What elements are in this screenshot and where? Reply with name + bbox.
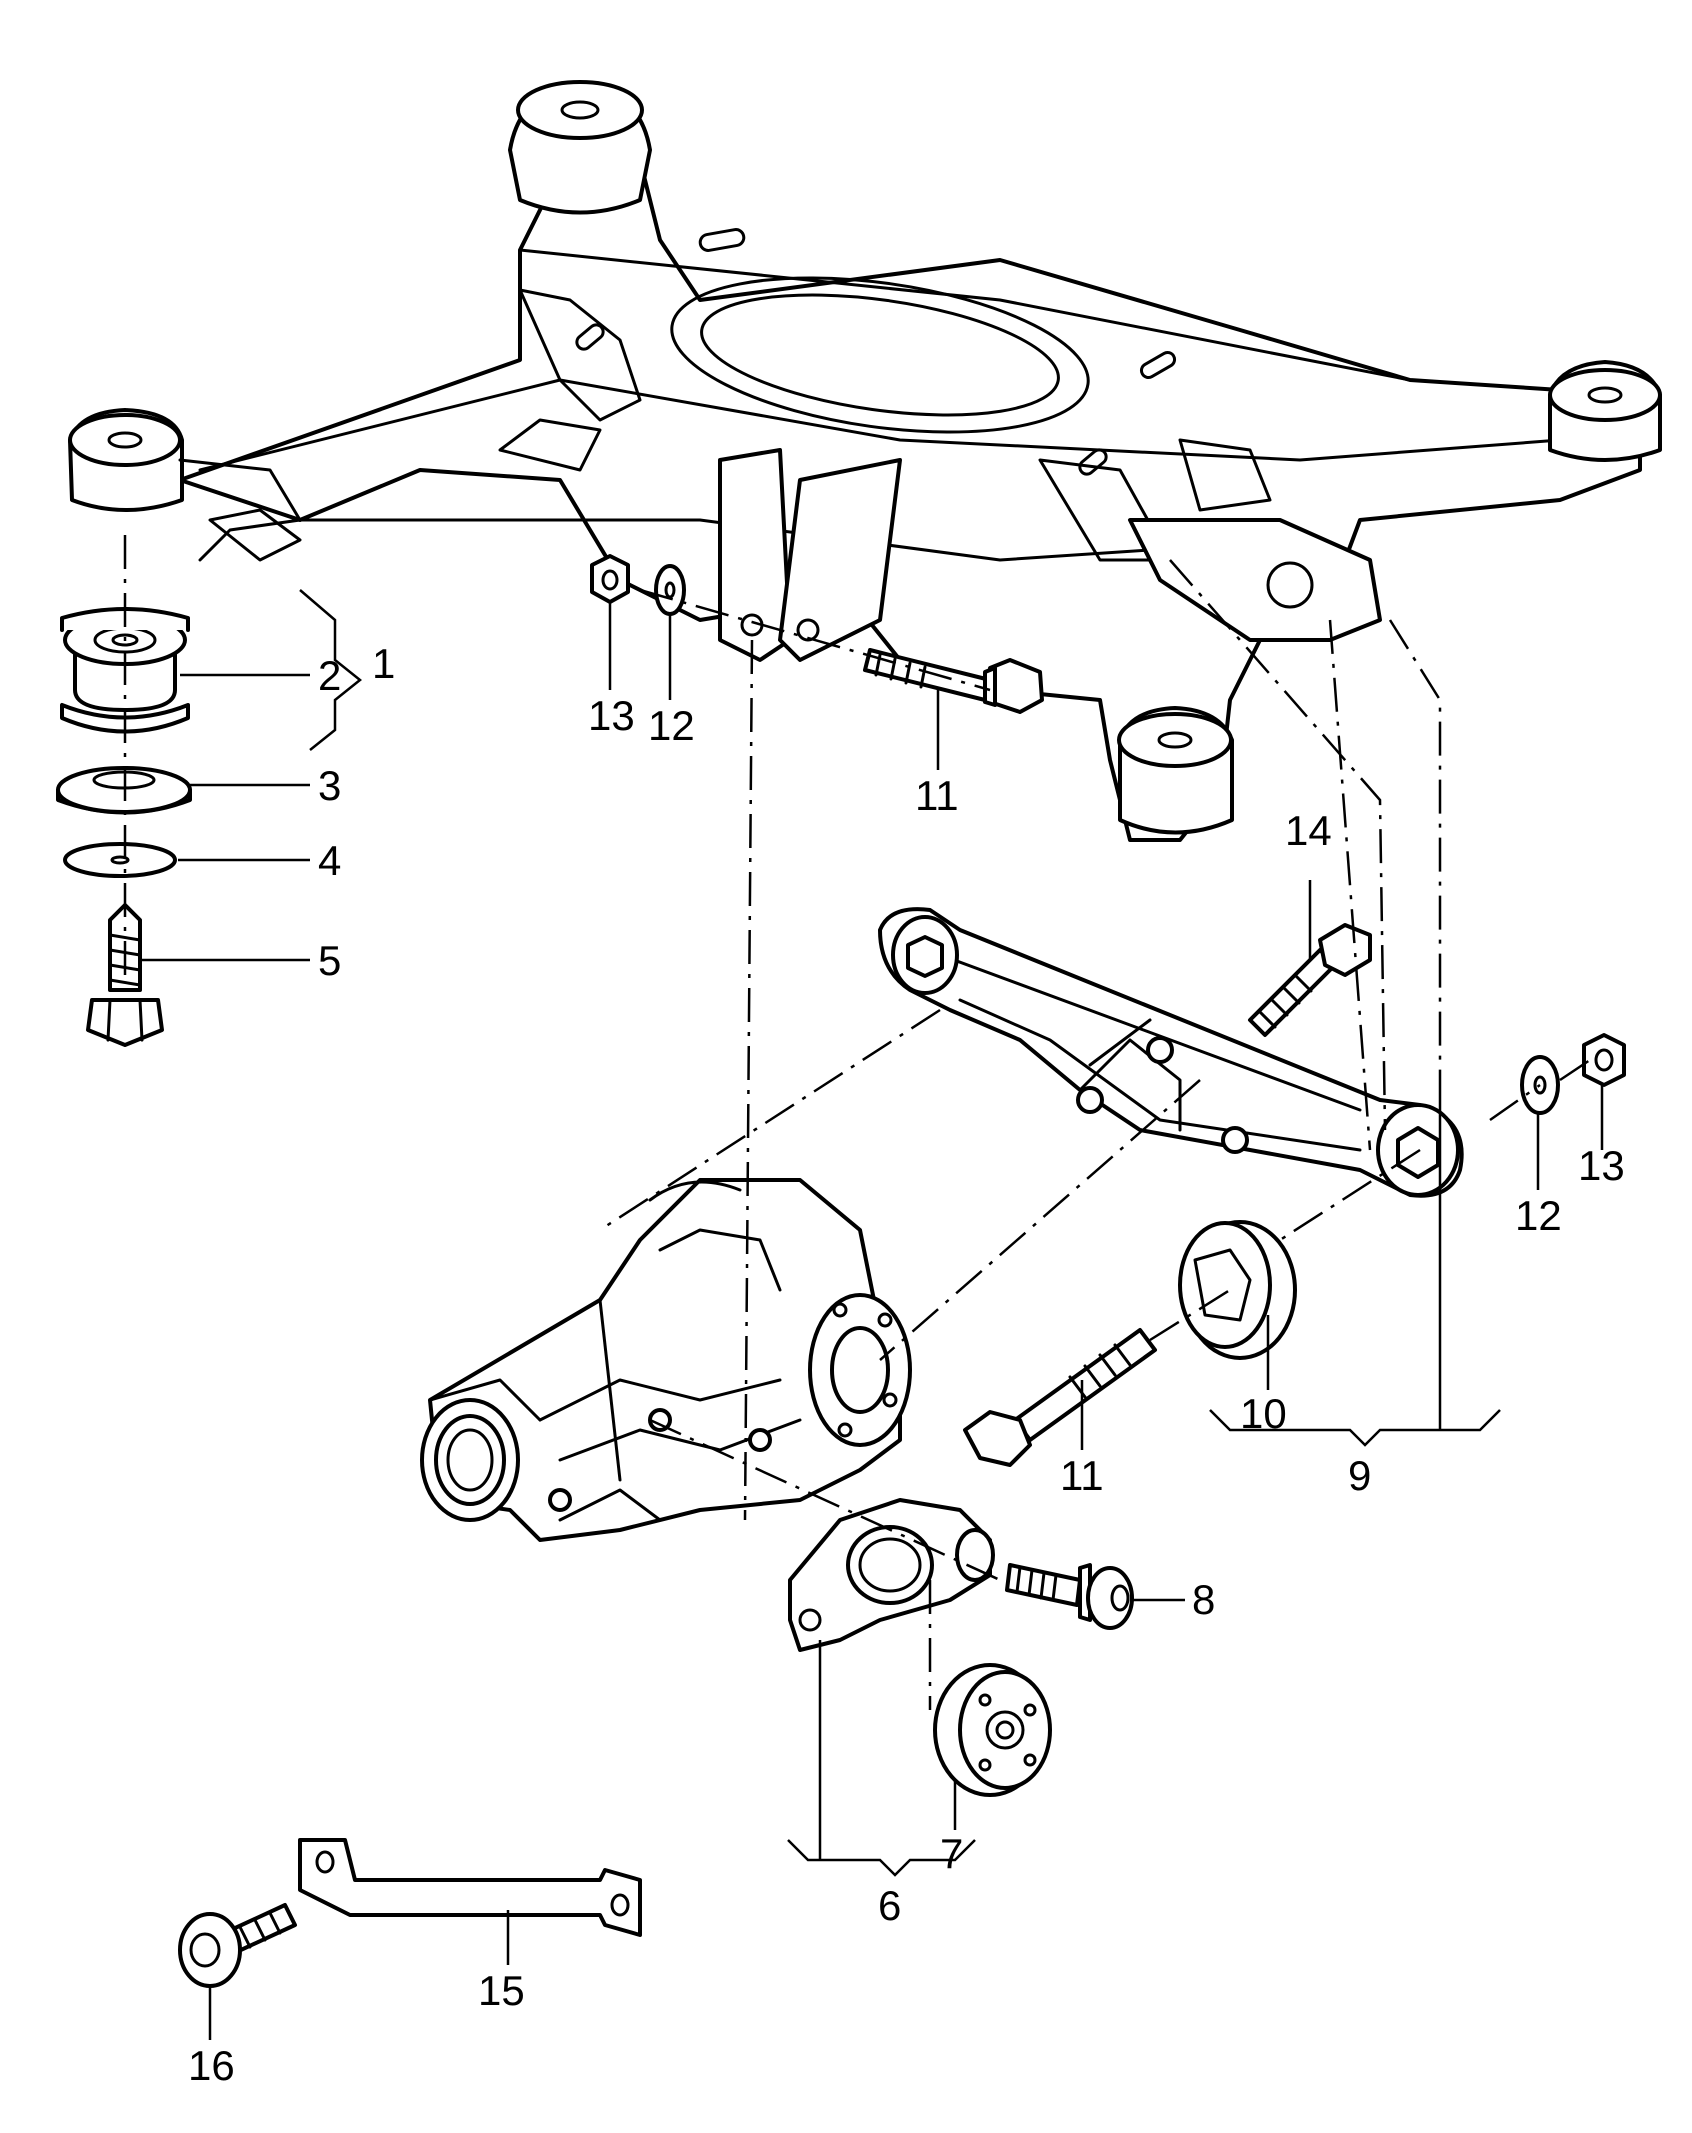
callout-7: 7 (940, 1830, 963, 1877)
callout-11-lower: 11 (1060, 1452, 1104, 1499)
callout-6: 6 (878, 1882, 901, 1929)
bolt-part-8 (1005, 1563, 1134, 1630)
callout-11-top: 11 (915, 772, 959, 819)
bolt-part-11-lower (963, 1328, 1157, 1467)
callout-12-right: 12 (1515, 1192, 1562, 1239)
bolt-part-14 (1248, 923, 1372, 1037)
nut-part-13-top (590, 554, 630, 604)
nut-part-13-right (1582, 1033, 1626, 1087)
washer-part-12-top (654, 564, 686, 616)
callout-16: 16 (188, 2042, 235, 2089)
crossmember-part-9 (878, 907, 1464, 1198)
bush-part-10 (1178, 1220, 1297, 1360)
callout-1: 1 (372, 640, 395, 687)
bolt-part-11-top (863, 648, 1044, 714)
assembly-lines (123, 535, 1591, 1710)
callout-8: 8 (1192, 1576, 1215, 1623)
callout-14: 14 (1285, 807, 1332, 854)
strap-part-15 (298, 1838, 642, 1937)
differential-housing (420, 1178, 912, 1542)
flat-washer-part-4 (63, 842, 177, 878)
callout-2: 2 (318, 652, 341, 699)
callout-13-top: 13 (588, 692, 635, 739)
callout-3: 3 (318, 762, 341, 809)
callout-13-right: 13 (1578, 1142, 1625, 1189)
callout-9: 9 (1348, 1452, 1371, 1499)
rear-subframe (68, 80, 1662, 842)
callout-numbers: 1 2 3 4 5 6 7 8 9 10 11 11 12 12 13 13 1… (188, 640, 1625, 2089)
callout-5: 5 (318, 937, 341, 984)
callout-15: 15 (478, 1967, 525, 2014)
screw-part-16 (178, 1903, 297, 1988)
callout-12-top: 12 (648, 702, 695, 749)
bush-part-7 (933, 1663, 1052, 1797)
callout-4: 4 (318, 837, 341, 884)
callout-10: 10 (1240, 1390, 1287, 1437)
leader-lines (142, 589, 1604, 2040)
bracket-part-6 (788, 1498, 995, 1652)
cup-washer-part-3 (56, 766, 192, 815)
